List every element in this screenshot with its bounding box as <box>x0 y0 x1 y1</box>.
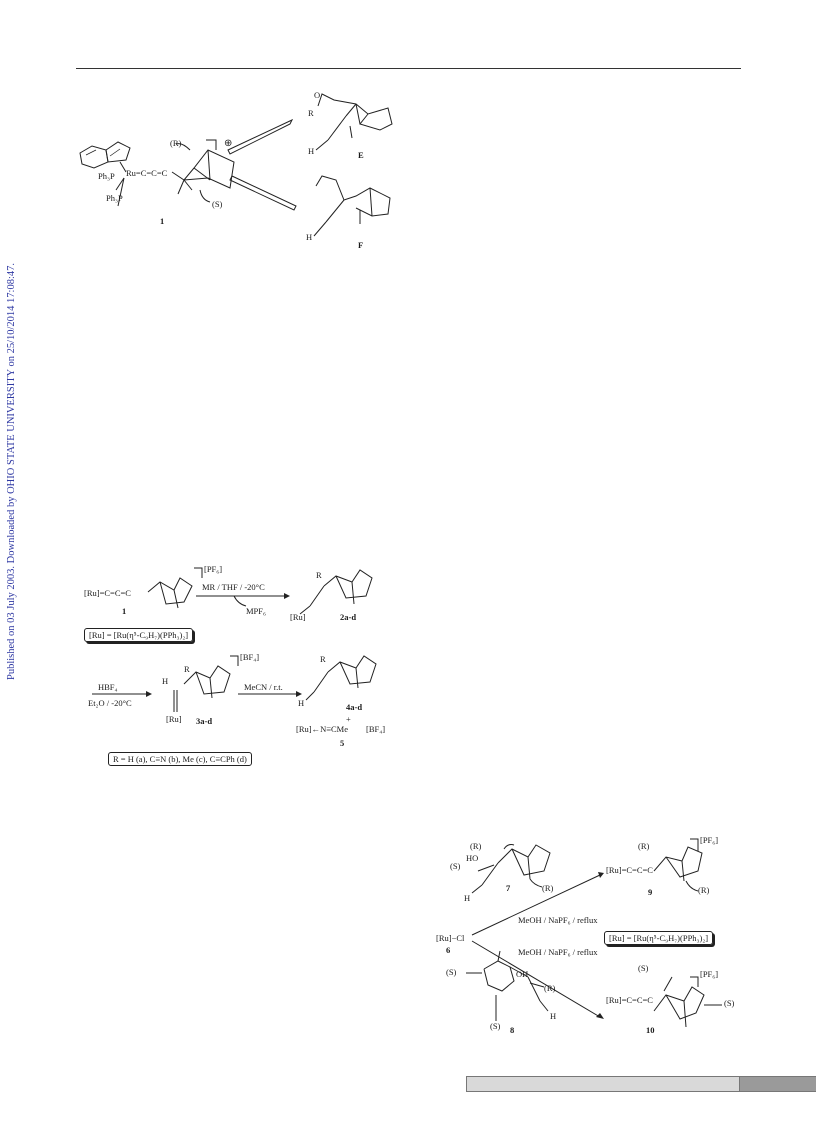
R-substituent-label: R <box>308 108 314 118</box>
footer-bar-light <box>466 1076 740 1092</box>
compound-9-label: 9 <box>648 887 653 897</box>
scheme-1: Ph₃P Ph₃P Ru=C=C=C (R) (S) ⊕ 1 O R H E H… <box>60 80 400 260</box>
bf4-counterion-5: [BF₄] <box>366 724 386 734</box>
conditions-to-10: MeOH / NaPF₆ / reflux <box>518 947 598 957</box>
plus-sign: + <box>346 714 351 724</box>
stereo-S-8a: (S) <box>446 967 457 977</box>
footer-bar <box>466 1076 816 1092</box>
arrow-1-head <box>284 593 290 599</box>
hydrogen-7: H <box>464 893 471 903</box>
scheme-2-drawing <box>92 567 377 712</box>
pf6-counterion-10: [PF₆] <box>700 969 719 979</box>
arrow-to-9 <box>471 874 601 936</box>
H-label-3: H <box>162 676 169 686</box>
compound-8-label: 8 <box>510 1025 515 1035</box>
ru-vinylidene-label: Ru=C=C=C <box>126 168 168 178</box>
oxygen-label: O <box>314 90 321 100</box>
hydrogen-8: H <box>550 1011 557 1021</box>
stereo-R-7b: (R) <box>542 883 554 893</box>
stereo-R-9a: (R) <box>638 841 650 851</box>
F-hydrogen-label: H <box>306 232 313 242</box>
compound-5-label: 5 <box>340 738 345 748</box>
arrow-1-byproduct: MPF₆ <box>246 606 266 616</box>
scheme-3: (R) HO (S) (R) H 7 [Ru]−Cl 6 MeOH / NaPF… <box>432 835 735 1045</box>
arrow-1-reagent: MR / THF / -20°C <box>202 582 265 592</box>
compound-7-label: 7 <box>506 883 511 893</box>
stereo-S-label: (S) <box>212 199 223 209</box>
scheme-2: [Ru]=C=C=C [PF₆] 1 MR / THF / -20°C MPF₆… <box>84 560 404 770</box>
hydroxyl-7: HO <box>466 853 479 863</box>
compound-1-label-s2: 1 <box>122 606 127 616</box>
stereo-S-10a: (S) <box>638 963 649 973</box>
indenyl-ring <box>79 145 109 169</box>
E-hydrogen-label: H <box>308 146 315 156</box>
arrow-to-F <box>229 175 297 211</box>
ru-vinylidene-9: [Ru]=C=C=C <box>606 865 653 875</box>
scheme-3-drawing <box>466 838 722 1028</box>
arrow-to-10 <box>471 940 601 1018</box>
bicyclic-skeleton <box>171 149 235 189</box>
scheme-1-drawing <box>79 93 393 237</box>
download-watermark[interactable]: Published on 03 July 2003. Downloaded by… <box>6 262 17 680</box>
compound-6-label: 6 <box>446 945 451 955</box>
pph3-label-a: Ph₃P <box>98 171 115 181</box>
hydroxyl-8: OH <box>516 969 529 979</box>
pf6-counterion-9: [PF₆] <box>700 835 719 845</box>
cation-charge: ⊕ <box>224 138 233 149</box>
R-label-4: R <box>320 654 326 664</box>
compound-10-label: 10 <box>646 1025 655 1035</box>
footer-bar-dark <box>740 1076 816 1092</box>
conditions-to-9: MeOH / NaPF₆ / reflux <box>518 915 598 925</box>
hbf4-reagent: HBF₄ <box>98 682 118 692</box>
pf6-counterion-1: [PF₆] <box>204 564 223 574</box>
compound-2a-d-label: 2a-d <box>340 612 357 622</box>
compound-1-label: 1 <box>160 216 165 226</box>
F-skeleton <box>315 175 391 217</box>
arrow-3-conditions: MeCN / r.t. <box>244 682 283 692</box>
stereo-R-7a: (R) <box>470 841 482 851</box>
stereo-R-8: (R) <box>544 983 556 993</box>
ru-label-2: [Ru] <box>290 612 306 622</box>
stereo-S-8b: (S) <box>490 1021 501 1031</box>
compound-3a-d-label: 3a-d <box>196 716 213 726</box>
ru-vinylidene-10: [Ru]=C=C=C <box>606 995 653 1005</box>
arrow-to-E <box>227 118 294 155</box>
ru-definition-box: [Ru] = [Ru(η⁵-C₉H₇)(PPh₃)₂] <box>84 628 194 642</box>
pph3-label-b: Ph₃P <box>106 193 123 203</box>
indenyl-cp-ring <box>105 141 131 163</box>
R-label-3: R <box>184 664 190 674</box>
stereo-R-9b: (R) <box>698 885 710 895</box>
stereo-S-7: (S) <box>450 861 461 871</box>
header-rule <box>76 68 741 69</box>
bf4-counterion-3: [BF₄] <box>240 652 260 662</box>
stereo-R-label: (R) <box>170 138 182 148</box>
ru-label-3: [Ru] <box>166 714 182 724</box>
stereo-S-10b: (S) <box>724 998 735 1008</box>
R-label-2: R <box>316 570 322 580</box>
H-label-4: H <box>298 698 305 708</box>
compound-E-label: E <box>358 150 364 160</box>
ru-vinylidene-1-label: [Ru]=C=C=C <box>84 588 131 598</box>
ru-chloride-label: [Ru]−Cl <box>436 933 465 943</box>
et2o-conditions: Et₂O / -20°C <box>88 698 132 708</box>
compound-4a-d-label: 4a-d <box>346 702 363 712</box>
ru-nitrile-complex: [Ru]←N≡CMe <box>296 724 349 734</box>
compound-F-label: F <box>358 240 364 250</box>
E-skeleton <box>317 93 393 131</box>
R-definition-box: R = H (a), C≡N (b), Me (c), C≡CPh (d) <box>108 752 252 766</box>
ru-definition-box-s3: [Ru] = [Ru(η⁵-C₉H₇)(PPh₃)₂] <box>604 931 714 945</box>
